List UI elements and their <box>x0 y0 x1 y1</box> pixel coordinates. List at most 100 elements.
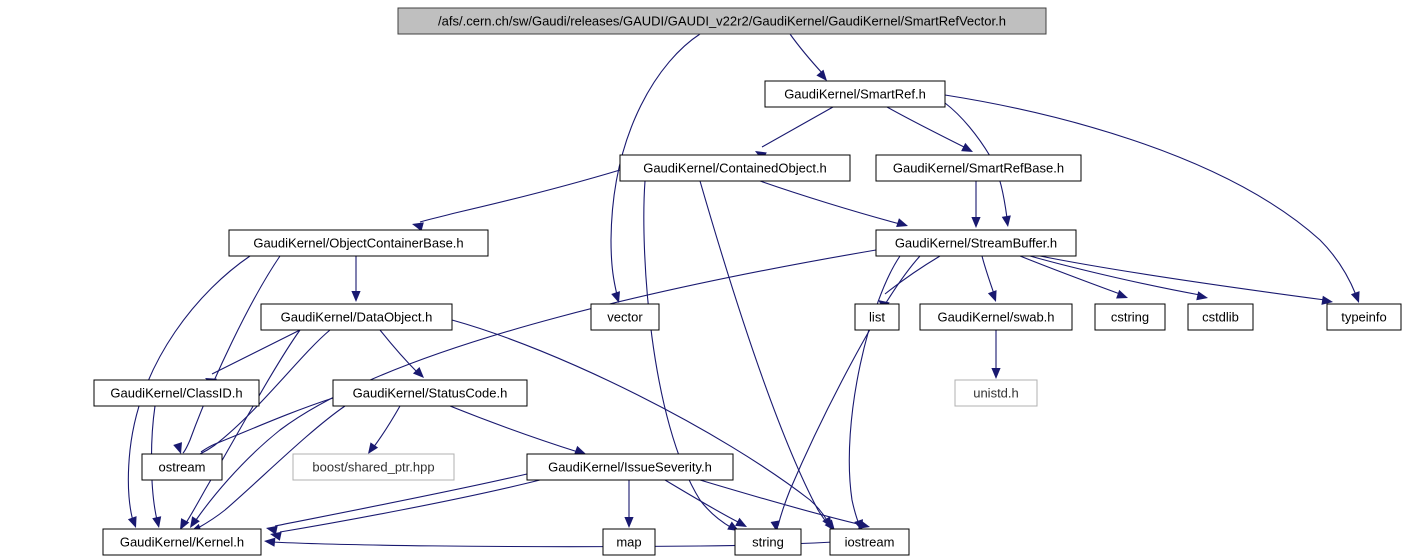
node-box[interactable] <box>1187 303 1254 331</box>
node-streambuf[interactable]: GaudiKernel/StreamBuffer.h <box>875 229 1077 257</box>
edge-issuesev-to-kernel <box>266 473 528 535</box>
arrowhead-icon <box>961 142 973 152</box>
node-label: iostream <box>845 534 895 549</box>
edge-issuesev-to-iostream <box>699 479 870 529</box>
edge-contained-to-streambuf <box>759 180 908 227</box>
edge-statuscode-to-boostsp <box>368 405 401 454</box>
node-box[interactable] <box>1326 303 1402 331</box>
node-unistd[interactable]: unistd.h <box>954 379 1038 407</box>
node-label: GaudiKernel/DataObject.h <box>281 309 433 324</box>
arrowhead-icon <box>858 519 870 529</box>
node-label: GaudiKernel/ClassID.h <box>110 385 242 400</box>
node-box[interactable] <box>954 379 1038 407</box>
node-map[interactable]: map <box>602 528 656 556</box>
node-contained[interactable]: GaudiKernel/ContainedObject.h <box>619 154 851 182</box>
node-iostream[interactable]: iostream <box>829 528 910 556</box>
edges-layer <box>127 33 1360 548</box>
arrowhead-icon <box>270 531 282 541</box>
node-box[interactable] <box>141 453 223 481</box>
edge-issuesev-to-kernel <box>270 479 541 541</box>
edge-smartrefbase-to-streambuf <box>971 181 981 228</box>
node-box[interactable] <box>854 303 900 331</box>
node-list[interactable]: list <box>854 303 900 331</box>
node-string[interactable]: string <box>734 528 802 556</box>
node-label: GaudiKernel/SmartRef.h <box>784 86 926 101</box>
node-label: GaudiKernel/ObjectContainerBase.h <box>253 235 463 250</box>
node-smartref[interactable]: GaudiKernel/SmartRef.h <box>764 80 946 108</box>
arrowhead-icon <box>1321 295 1333 305</box>
edge-dataobject-to-iostream <box>451 319 832 528</box>
node-box[interactable] <box>102 528 262 556</box>
node-cstdlib[interactable]: cstdlib <box>1187 303 1254 331</box>
nodes-layer: /afs/.cern.ch/sw/Gaudi/releases/GAUDI/GA… <box>93 7 1402 556</box>
edge-smartref-to-contained <box>755 106 834 161</box>
arrowhead-icon <box>822 516 832 528</box>
node-dataobject[interactable]: GaudiKernel/DataObject.h <box>260 303 453 331</box>
edge-streambuf-to-swab <box>981 255 997 302</box>
edge-objcontbase-to-kernel <box>127 255 251 528</box>
edge-dataobject-to-kernel <box>180 329 301 530</box>
node-label: unistd.h <box>973 385 1019 400</box>
node-box[interactable] <box>829 528 910 556</box>
node-box[interactable] <box>1094 303 1166 331</box>
edge-streambuf-to-iostream <box>848 255 901 531</box>
node-label: GaudiKernel/swab.h <box>937 309 1054 324</box>
node-label: vector <box>607 309 643 324</box>
edge-streambuf-to-cstring <box>1019 255 1128 299</box>
node-box[interactable] <box>228 229 489 257</box>
node-issuesev[interactable]: GaudiKernel/IssueSeverity.h <box>526 453 734 481</box>
node-vector[interactable]: vector <box>590 303 660 331</box>
node-root[interactable]: /afs/.cern.ch/sw/Gaudi/releases/GAUDI/GA… <box>397 7 1047 35</box>
arrowhead-icon <box>127 516 137 528</box>
node-box[interactable] <box>526 453 734 481</box>
edge-iostream-to-kernel <box>264 535 910 548</box>
node-box[interactable] <box>875 154 1082 182</box>
node-box[interactable] <box>919 303 1073 331</box>
edge-streambuf-to-cstdlib <box>1029 255 1208 301</box>
arrowhead-icon <box>368 442 379 454</box>
node-cstring[interactable]: cstring <box>1094 303 1166 331</box>
node-typeinfo[interactable]: typeinfo <box>1326 303 1402 331</box>
node-box[interactable] <box>875 229 1077 257</box>
node-objcontbase[interactable]: GaudiKernel/ObjectContainerBase.h <box>228 229 489 257</box>
node-box[interactable] <box>93 379 260 407</box>
node-box[interactable] <box>734 528 802 556</box>
node-label: map <box>616 534 641 549</box>
node-box[interactable] <box>619 154 851 182</box>
edge-objcontbase-to-ostream <box>173 255 281 454</box>
node-label: GaudiKernel/IssueSeverity.h <box>548 459 712 474</box>
node-label: cstdlib <box>1202 309 1239 324</box>
arrowhead-icon <box>152 516 162 528</box>
node-kernel[interactable]: GaudiKernel/Kernel.h <box>102 528 262 556</box>
node-box[interactable] <box>764 80 946 108</box>
edge-contained-to-string <box>643 180 739 531</box>
node-box[interactable] <box>397 7 1047 35</box>
edge-streambuf-to-typeinfo <box>1039 255 1333 305</box>
arrowhead-icon <box>180 518 190 530</box>
arrowhead-icon <box>624 517 634 528</box>
node-statuscode[interactable]: GaudiKernel/StatusCode.h <box>332 379 528 407</box>
edge-root-to-vector <box>610 33 701 303</box>
edge-objcontbase-to-dataobject <box>351 256 361 302</box>
node-box[interactable] <box>332 379 528 407</box>
node-label: GaudiKernel/SmartRefBase.h <box>893 160 1064 175</box>
node-swab[interactable]: GaudiKernel/swab.h <box>919 303 1073 331</box>
node-box[interactable] <box>602 528 656 556</box>
arrowhead-icon <box>971 217 981 228</box>
arrowhead-icon <box>1350 291 1360 303</box>
arrowhead-icon <box>896 218 908 227</box>
edge-root-to-smartref <box>789 33 827 81</box>
arrowhead-icon <box>611 291 620 303</box>
node-label: list <box>869 309 885 324</box>
node-classid[interactable]: GaudiKernel/ClassID.h <box>93 379 260 407</box>
node-boostsp[interactable]: boost/shared_ptr.hpp <box>292 453 455 481</box>
node-box[interactable] <box>292 453 455 481</box>
node-label: GaudiKernel/ContainedObject.h <box>643 160 827 175</box>
node-box[interactable] <box>260 303 453 331</box>
node-smartrefbase[interactable]: GaudiKernel/SmartRefBase.h <box>875 154 1082 182</box>
arrowhead-icon <box>1001 215 1011 227</box>
node-box[interactable] <box>590 303 660 331</box>
edge-contained-to-objcontbase <box>412 169 621 232</box>
node-ostream[interactable]: ostream <box>141 453 223 481</box>
